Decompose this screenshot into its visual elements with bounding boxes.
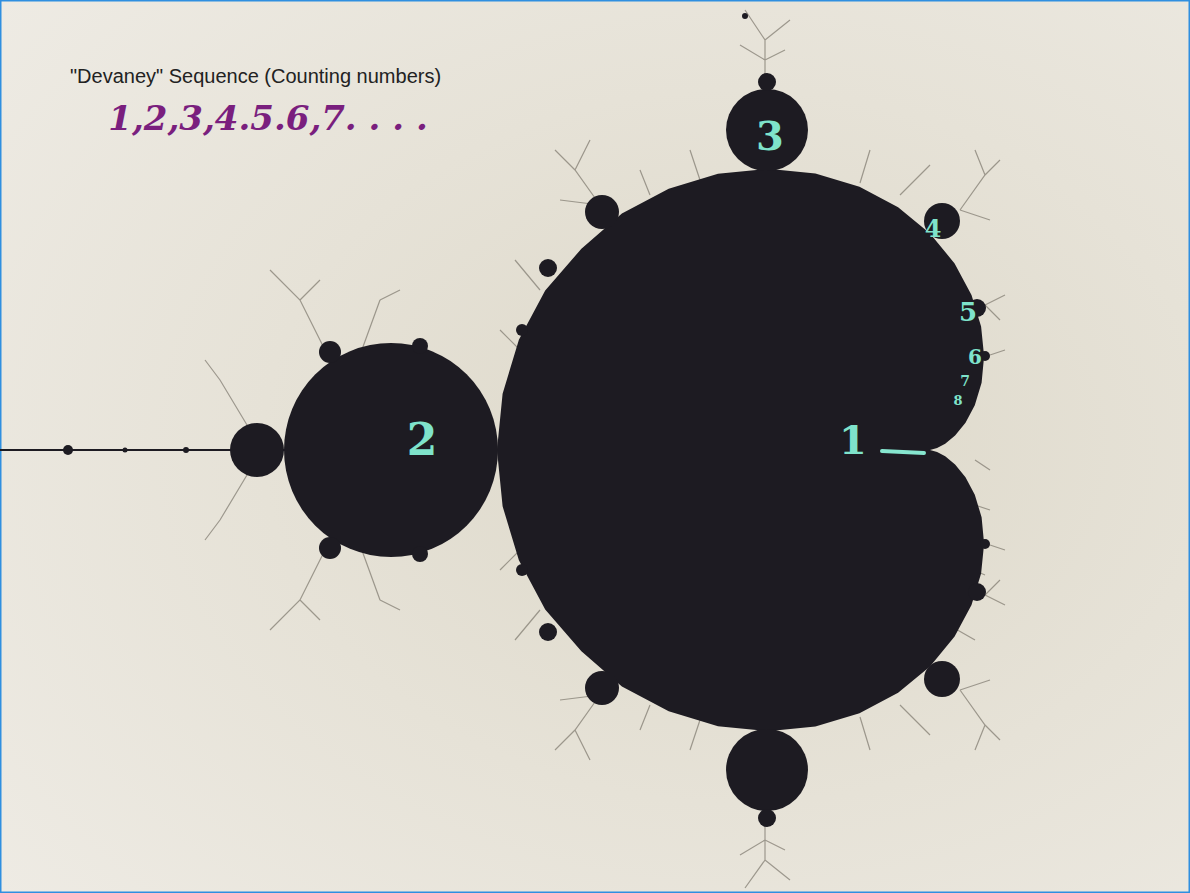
period-label: 7	[960, 374, 970, 388]
period-label: 8	[953, 394, 962, 407]
period-label: 6	[968, 347, 982, 367]
filaments	[205, 10, 1005, 888]
period-label: 5	[959, 299, 977, 325]
title: "Devaney" Sequence (Counting numbers)	[70, 66, 441, 86]
period-label: 3	[756, 116, 784, 156]
pointer-dash	[882, 451, 924, 453]
mandelbrot-set	[0, 13, 990, 827]
sequence-note: 1,2,3,4.5.6,7. . . .	[108, 101, 427, 135]
period-label: 1	[839, 420, 867, 460]
period-label: 4	[925, 217, 942, 241]
period-label: 2	[407, 418, 438, 462]
